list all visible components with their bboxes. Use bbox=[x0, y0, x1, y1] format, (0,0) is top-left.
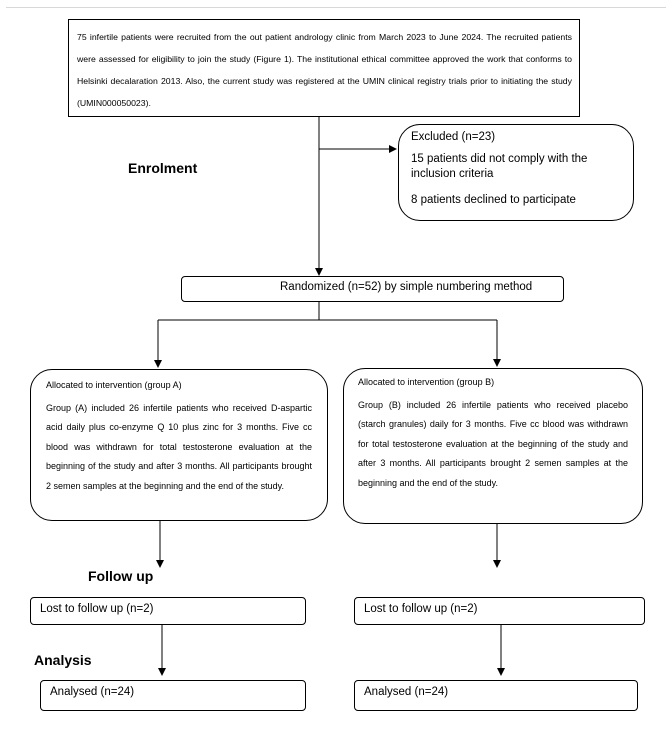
group-b-analysed-text: Analysed (n=24) bbox=[364, 686, 449, 698]
excluded-reason-inclusion: 15 patients did not comply with the incl… bbox=[411, 153, 588, 180]
stage-label-enrolment: Enrolment bbox=[128, 160, 198, 176]
group-b-lost-box: Lost to follow up (n=2) bbox=[354, 597, 645, 625]
randomized-box: Randomized (n=52) by simple numbering me… bbox=[181, 276, 564, 302]
group-b-allocation-box: Allocated to intervention (group B) Grou… bbox=[343, 368, 643, 524]
group-a-allocation-box: Allocated to intervention (group A) Grou… bbox=[30, 369, 328, 521]
excluded-title: Excluded (n=23) bbox=[411, 131, 496, 143]
group-b-analysed-box: Analysed (n=24) bbox=[354, 680, 638, 711]
group-a-analysed-text: Analysed (n=24) bbox=[50, 686, 135, 698]
stage-label-analysis: Analysis bbox=[34, 652, 92, 668]
top-divider bbox=[6, 7, 666, 8]
group-a-title: Allocated to intervention (group A) bbox=[46, 380, 182, 390]
group-a-description: Group (A) included 26 infertile patients… bbox=[46, 402, 312, 491]
recruitment-box: 75 infertile patients were recruited fro… bbox=[68, 19, 580, 117]
group-a-lost-box: Lost to follow up (n=2) bbox=[30, 597, 306, 625]
group-b-description: Group (B) included 26 infertile patients… bbox=[358, 399, 628, 488]
group-a-lost-text: Lost to follow up (n=2) bbox=[40, 603, 154, 615]
group-b-title: Allocated to intervention (group B) bbox=[358, 377, 495, 387]
group-a-analysed-box: Analysed (n=24) bbox=[40, 680, 306, 711]
excluded-reason-declined: 8 patients declined to participate bbox=[411, 194, 576, 206]
excluded-box: Excluded (n=23) 15 patients did not comp… bbox=[398, 124, 634, 221]
stage-label-follow-up: Follow up bbox=[88, 568, 154, 584]
group-b-lost-text: Lost to follow up (n=2) bbox=[364, 603, 478, 615]
randomized-text: Randomized (n=52) by simple numbering me… bbox=[280, 281, 533, 293]
recruitment-text: 75 infertile patients were recruited fro… bbox=[77, 32, 572, 108]
